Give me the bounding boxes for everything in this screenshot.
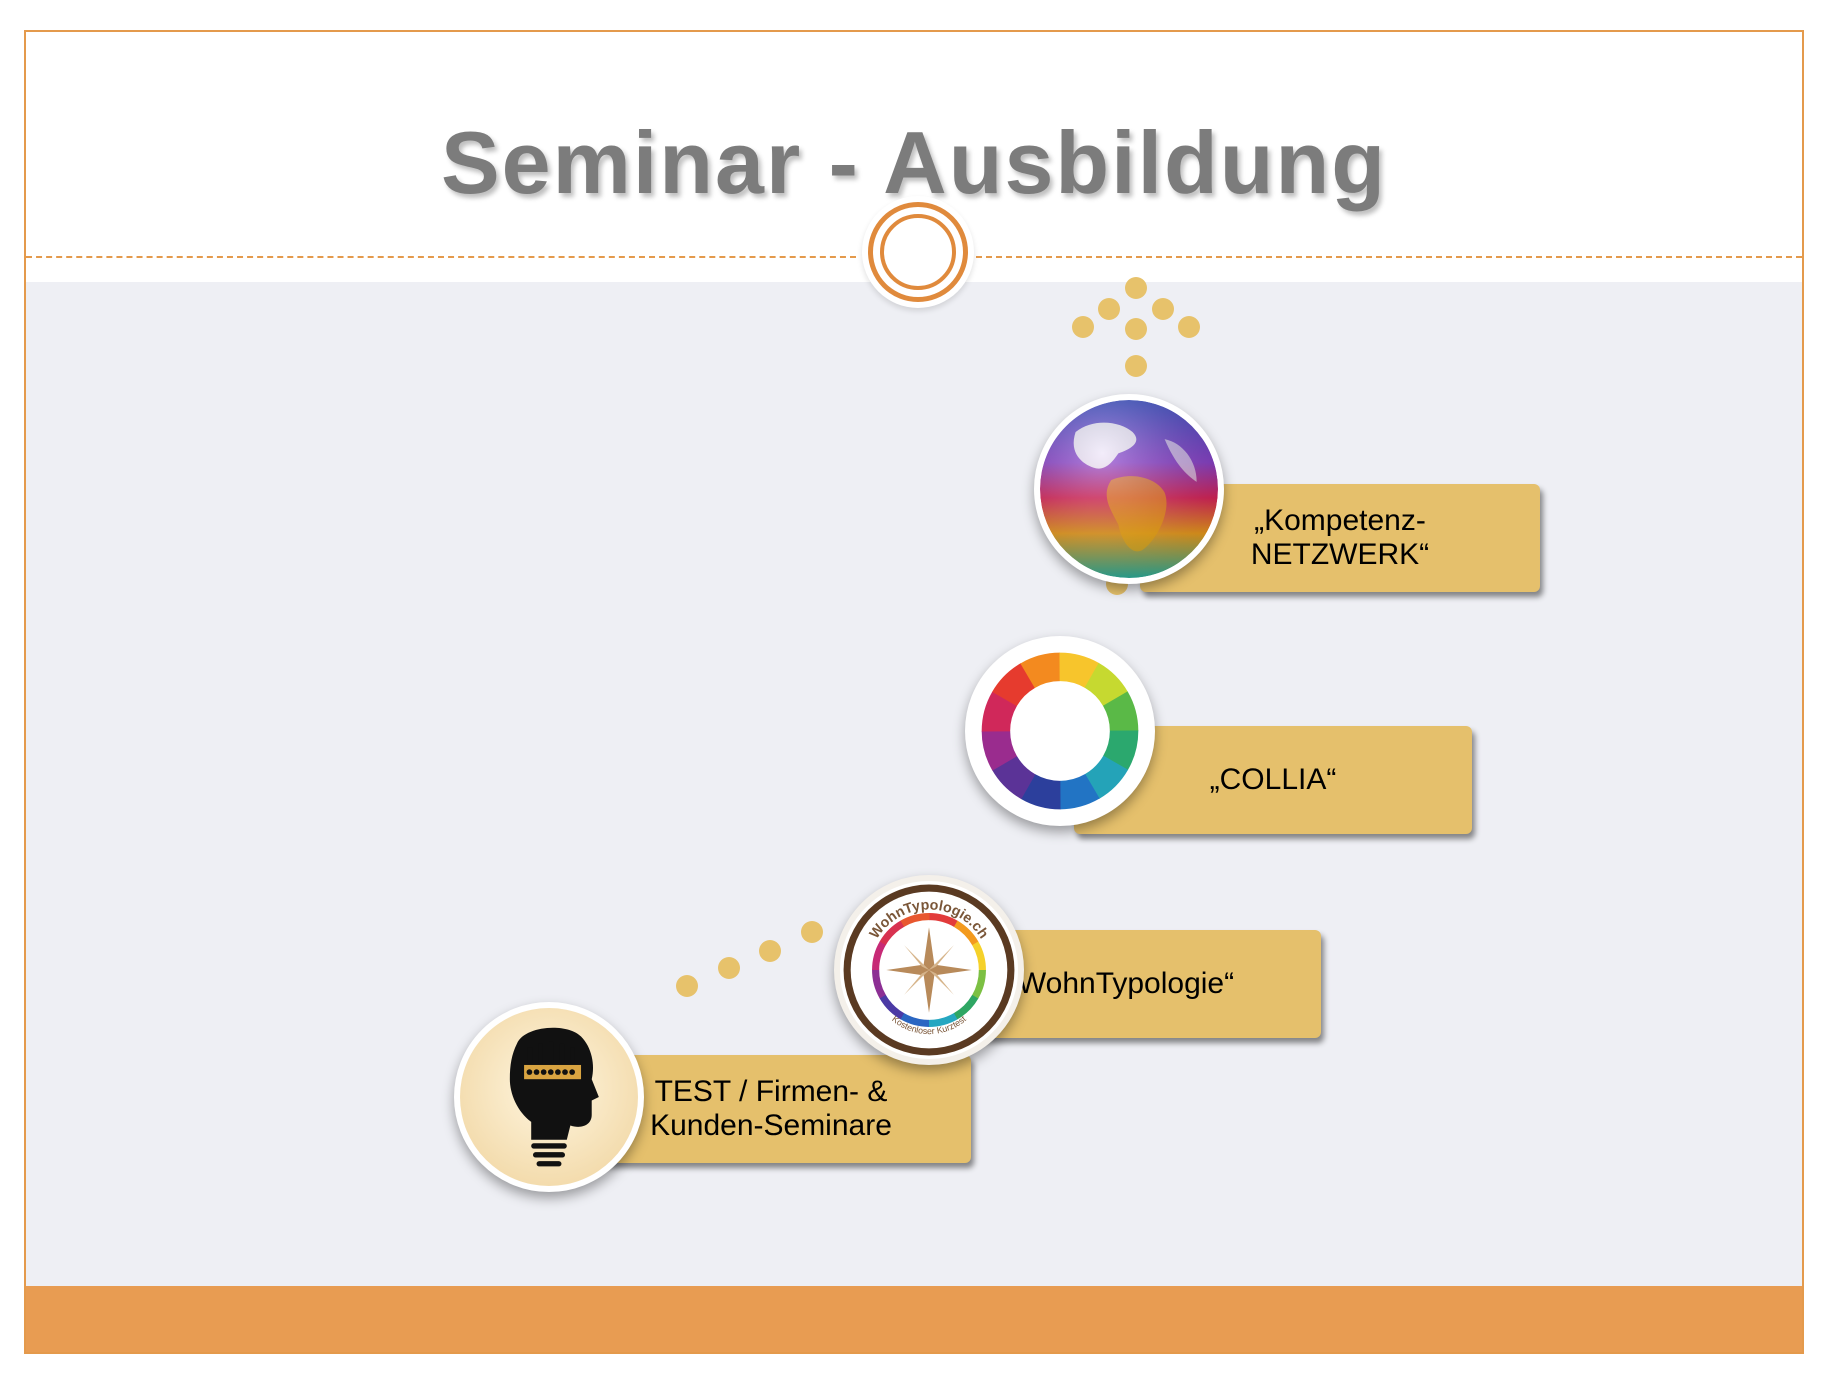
- arrow-dot: [1152, 298, 1174, 320]
- arrow-dot: [1125, 318, 1147, 340]
- arrow-dot: [1125, 355, 1147, 377]
- slide-frame: Seminar - Ausbildung „Kompetenz- NETZWER…: [24, 30, 1804, 1354]
- arrow-dot: [1098, 298, 1120, 320]
- path-dot: [801, 921, 823, 943]
- compass-badge-icon: WohnTypologie.ch Kostenloser Kurztest: [834, 875, 1024, 1065]
- path-dot: [759, 940, 781, 962]
- color-wheel-icon: [965, 636, 1155, 826]
- arrow-dot: [1072, 316, 1094, 338]
- arrow-dot: [1178, 316, 1200, 338]
- arrow-dot: [1125, 277, 1147, 299]
- title-divider-right: [976, 256, 1802, 258]
- page-title: Seminar - Ausbildung: [440, 113, 1388, 212]
- globe-icon: [1034, 394, 1224, 584]
- title-divider-left: [26, 256, 856, 258]
- head-lightbulb-icon: [454, 1002, 644, 1192]
- ring-medallion-icon: [868, 202, 968, 302]
- path-dot: [718, 957, 740, 979]
- footer-bar: [26, 1286, 1802, 1352]
- path-dot: [676, 975, 698, 997]
